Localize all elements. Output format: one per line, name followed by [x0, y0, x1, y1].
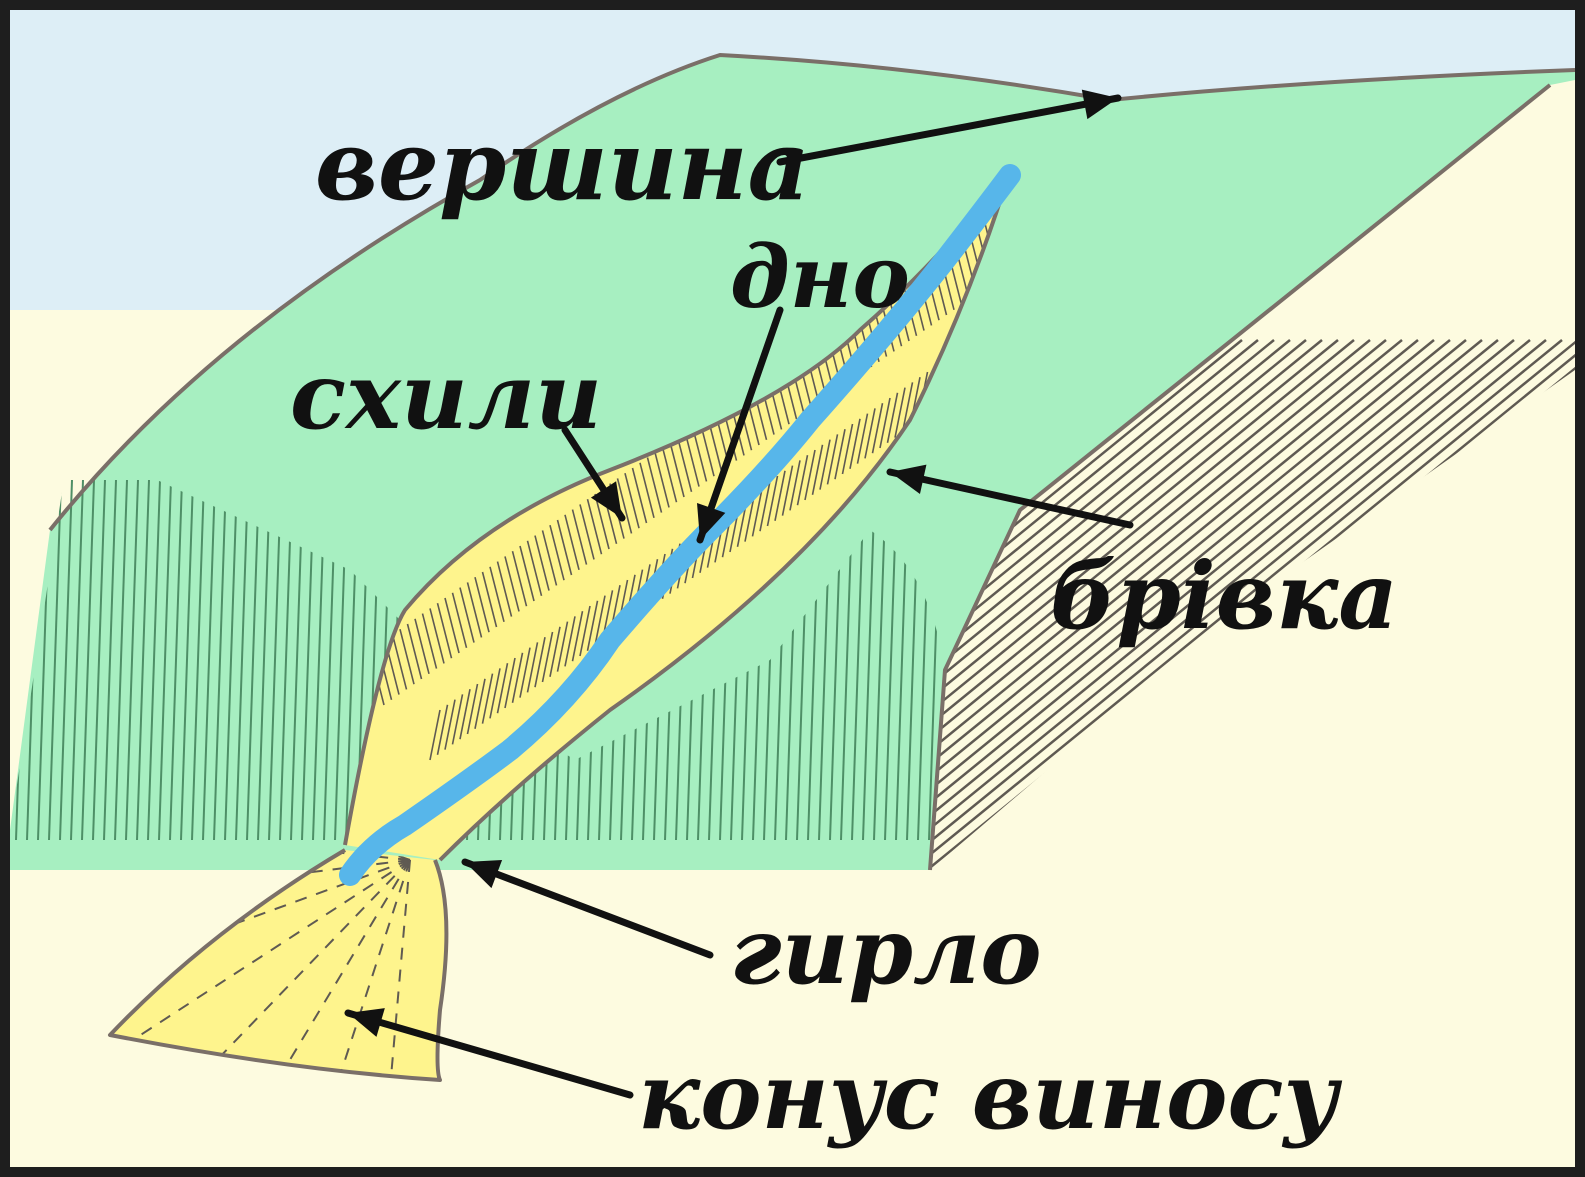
label-fan: конус виносу — [638, 1050, 1339, 1142]
label-slopes: схили — [290, 350, 602, 442]
label-top: вершина — [315, 118, 810, 214]
label-mouth: гирло — [730, 905, 1042, 997]
label-bottom: дно — [730, 235, 910, 321]
label-edge: брівка — [1050, 550, 1398, 642]
diagram-frame: вершина дно схили брівка гирло конус вин… — [10, 10, 1575, 1167]
